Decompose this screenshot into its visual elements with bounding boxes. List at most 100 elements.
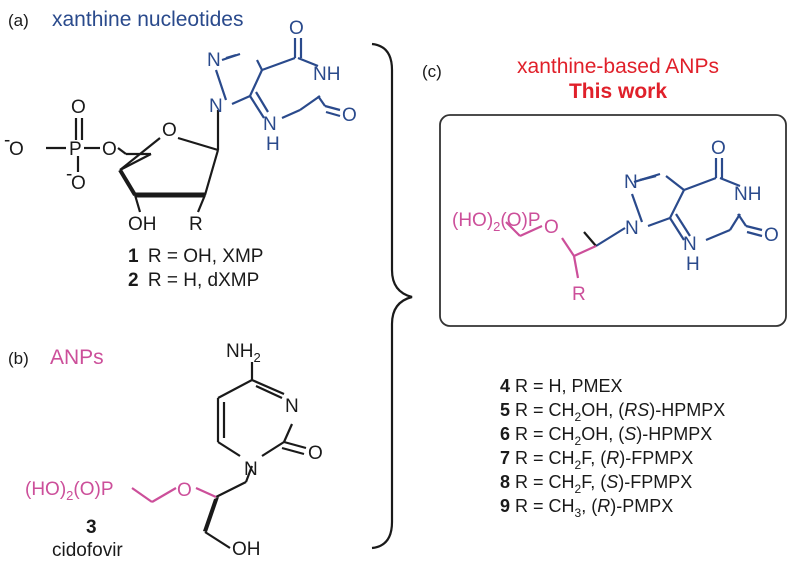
base-n9: N [209,96,223,117]
base-n1-h: NH [313,64,340,85]
cytosine-ring [216,362,307,483]
compound-8-text-mid: F, ( [581,472,606,492]
hop-c-a: (HO) [452,210,493,231]
compound-7-text: R = CH [510,448,575,468]
base-c-n1-h: NH [734,184,761,205]
cidofovir-oh: OH [232,539,261,560]
phosphate-o-top: O [71,97,86,118]
compound-9-label: 9 R = CH3, (R)-PMPX [500,496,673,520]
phosphate-o-left: O [9,139,24,160]
cidofovir-chain [131,481,247,503]
base-c-n7: N [624,172,638,193]
hop-b: (O)P [73,479,113,500]
compound-6-stereo: S [624,424,636,444]
anp-phosphonate: (HO)2(O)P [452,210,541,234]
compound-7-subscript: 2 [575,458,582,472]
compound-7-text-mid: F, ( [581,448,606,468]
base-c-n3-h: H [686,254,700,275]
anp-ether-o: O [544,217,559,238]
anp-r: R [572,284,586,305]
phosphate-o-bottom: O [71,173,86,194]
compound-7-number: 7 [500,448,510,468]
base-o6: O [289,18,304,39]
panel-b-label: (b) [8,349,29,368]
compound-1-label: 1 R = OH, XMP [128,246,263,267]
compound-8-subscript: 2 [575,482,582,496]
base-c-o2: O [764,225,779,246]
compound-6-subscript: 2 [575,434,582,448]
xanthine-base-a [214,38,341,120]
panel-a: (a) xanthine nucleotides O - O P O - O [4,8,357,291]
panel-c-subtitle: This work [569,80,667,103]
cidofovir-ether-o: O [177,480,192,501]
compound-8-text: R = CH [510,472,575,492]
compound-9-stereo: R [597,496,610,516]
compound-6-number: 6 [500,424,510,444]
curly-brace [371,42,413,550]
compound-5-text: R = CH [510,400,575,420]
base-n3-h: H [266,134,280,155]
structure-box [439,114,787,327]
hop-sub: 2 [66,488,73,503]
compound-5-name: )-HPMPX [649,400,725,420]
compound-4-text: R = H, PMEX [510,376,623,396]
compound-5-subscript: 2 [575,410,582,424]
compound-9-subscript: 3 [575,506,582,520]
phosphate-group [46,118,151,172]
compound-4-number: 4 [500,376,510,396]
compound-8-number: 8 [500,472,510,492]
xanthine-base-c [630,158,763,242]
ribose-oh: OH [128,214,157,235]
ribose-ring [118,110,220,213]
compound-6-text-mid: OH, ( [581,424,624,444]
compound-3-number: 3 [86,517,97,538]
charge-minus-left: - [4,130,10,151]
base-c-o6: O [711,138,726,159]
cidofovir-phosphonate: (HO)2(O)P [25,479,114,503]
compound-7-name: )-FPMPX [619,448,693,468]
hop-c-b: (O)P [500,210,540,231]
compound-1-desc: R = OH, XMP [148,246,264,267]
compound-8-stereo: S [606,472,618,492]
compound-8-name: )-FPMPX [618,472,692,492]
compound-5-number: 5 [500,400,510,420]
panel-b: (b) ANPs NH2 N N O [8,341,323,561]
compound-5-label: 5 R = CH2OH, (RS)-HPMPX [500,400,725,424]
cytosine-o2: O [308,443,323,464]
panel-c-label: (c) [422,62,442,81]
panel-c: (c) xanthine-based ANPs This work N N O [422,55,787,520]
compound-9-number: 9 [500,496,510,516]
cytosine-n3: N [285,396,299,417]
compound-7-stereo: R [606,448,619,468]
panel-a-label: (a) [8,11,29,30]
wedge-bond [203,497,219,532]
hop-a: (HO) [25,479,66,500]
compound-1-number: 1 [128,246,139,267]
compound-2-desc: R = H, dXMP [148,270,259,291]
compound-5-stereo: RS [624,400,649,420]
base-o2: O [342,105,357,126]
compound-7-label: 7 R = CH2F, (R)-FPMPX [500,448,693,472]
charge-minus-bottom: - [66,164,72,185]
panel-c-title: xanthine-based ANPs [517,55,719,78]
base-n3: N [263,114,277,135]
base-c-n3: N [683,234,697,255]
compound-9-text-mid: , ( [581,496,597,516]
cytosine-n1: N [244,459,258,480]
compound-2-label: 2 R = H, dXMP [128,270,259,291]
ribose-o: O [162,120,177,141]
anp-chain [505,221,626,279]
compound-4-label: 4 R = H, PMEX [500,376,623,396]
compound-9-name: )-PMPX [610,496,673,516]
compound-6-name: )-HPMPX [636,424,712,444]
ribose-r: R [189,214,203,235]
phosphate-p: P [69,139,82,160]
cytosine-nh2: NH2 [226,341,261,365]
compound-9-text: R = CH [510,496,575,516]
compound-2-number: 2 [128,270,139,291]
base-n7: N [207,50,221,71]
nh2-sub: 2 [253,350,260,365]
compound-6-text: R = CH [510,424,575,444]
